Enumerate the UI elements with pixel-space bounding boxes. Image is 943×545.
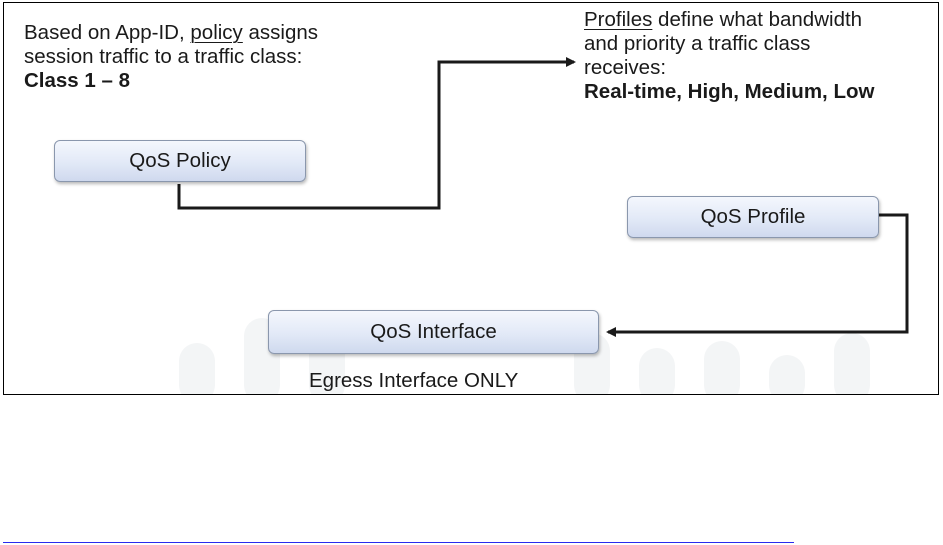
- policy-keyword: policy: [190, 21, 243, 44]
- profile-note-priorities: Real-time, High, Medium, Low: [584, 80, 875, 103]
- connectors: [177, 57, 909, 337]
- policy-to-profile-connector: [177, 57, 576, 210]
- qos-policy-box[interactable]: QoS Policy: [54, 140, 306, 182]
- link-underline: [3, 542, 794, 543]
- policy-note-prefix: Based on App-ID,: [24, 21, 191, 44]
- profile-note-suffix: define what bandwidth: [652, 8, 863, 31]
- profiles-keyword: Profiles: [584, 8, 653, 31]
- policy-note: Based on App-ID, policy assigns session …: [24, 21, 318, 93]
- policy-note-classes: Class 1 – 8: [24, 69, 130, 92]
- policy-note-line1: Based on App-ID, policy assigns: [24, 21, 318, 45]
- diagram-frame: Based on App-ID, policy assigns session …: [3, 2, 939, 395]
- policy-note-suffix: assigns: [242, 21, 319, 44]
- profile-note-line2: and priority a traffic class: [584, 32, 811, 55]
- policy-note-line2: session traffic to a traffic class:: [24, 45, 303, 68]
- qos-profile-box[interactable]: QoS Profile: [627, 196, 879, 238]
- egress-note: Egress Interface ONLY: [309, 369, 519, 392]
- profile-note-line1: Profiles define what bandwidth: [584, 8, 874, 32]
- profile-note: Profiles define what bandwidth and prior…: [584, 8, 874, 104]
- qos-policy-label: QoS Policy: [129, 149, 231, 172]
- qos-interface-label: QoS Interface: [370, 320, 497, 343]
- qos-interface-box[interactable]: QoS Interface: [268, 310, 599, 354]
- qos-profile-label: QoS Profile: [700, 205, 806, 228]
- profile-note-line3: receives:: [584, 56, 667, 79]
- profile-to-interface-connector: [606, 213, 909, 337]
